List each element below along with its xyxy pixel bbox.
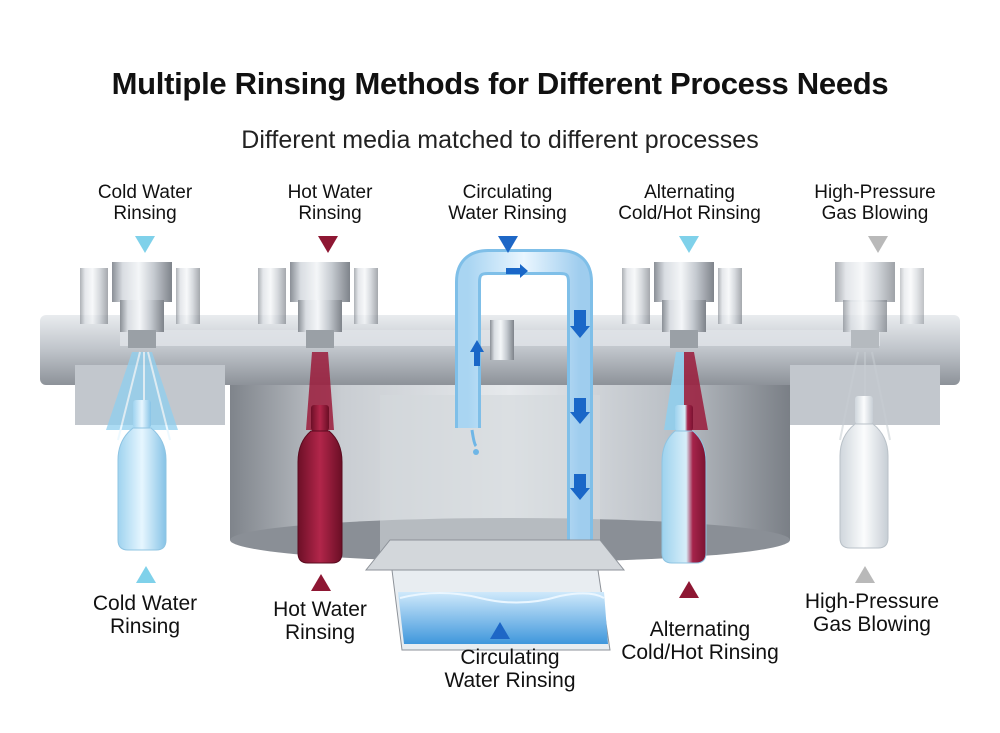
rinse-head-5 xyxy=(835,262,924,348)
rinse-head-1 xyxy=(80,262,200,348)
bottle-alternating xyxy=(661,405,707,564)
up-triangle-icon xyxy=(311,574,331,591)
circulation-pipe xyxy=(455,249,593,592)
page-title: Multiple Rinsing Methods for Different P… xyxy=(111,66,889,101)
bottle-clear xyxy=(839,396,889,549)
down-triangle-icon xyxy=(868,236,888,253)
bottle-hot xyxy=(297,405,343,564)
down-triangle-icon xyxy=(679,236,699,253)
rinse-head-4 xyxy=(622,262,742,348)
water-tank xyxy=(364,539,626,651)
down-triangle-icon xyxy=(318,236,338,253)
bottle-cold xyxy=(117,400,167,551)
down-triangle-icon xyxy=(498,236,518,253)
page-subtitle: Different media matched to different pro… xyxy=(241,126,759,154)
machine-base xyxy=(40,315,960,562)
up-triangle-icon xyxy=(490,622,510,639)
up-triangle-icon xyxy=(679,581,699,598)
up-triangle-icon xyxy=(136,566,156,583)
down-triangle-icon xyxy=(135,236,155,253)
up-triangle-icon xyxy=(855,566,875,583)
rinse-head-2 xyxy=(258,262,378,348)
